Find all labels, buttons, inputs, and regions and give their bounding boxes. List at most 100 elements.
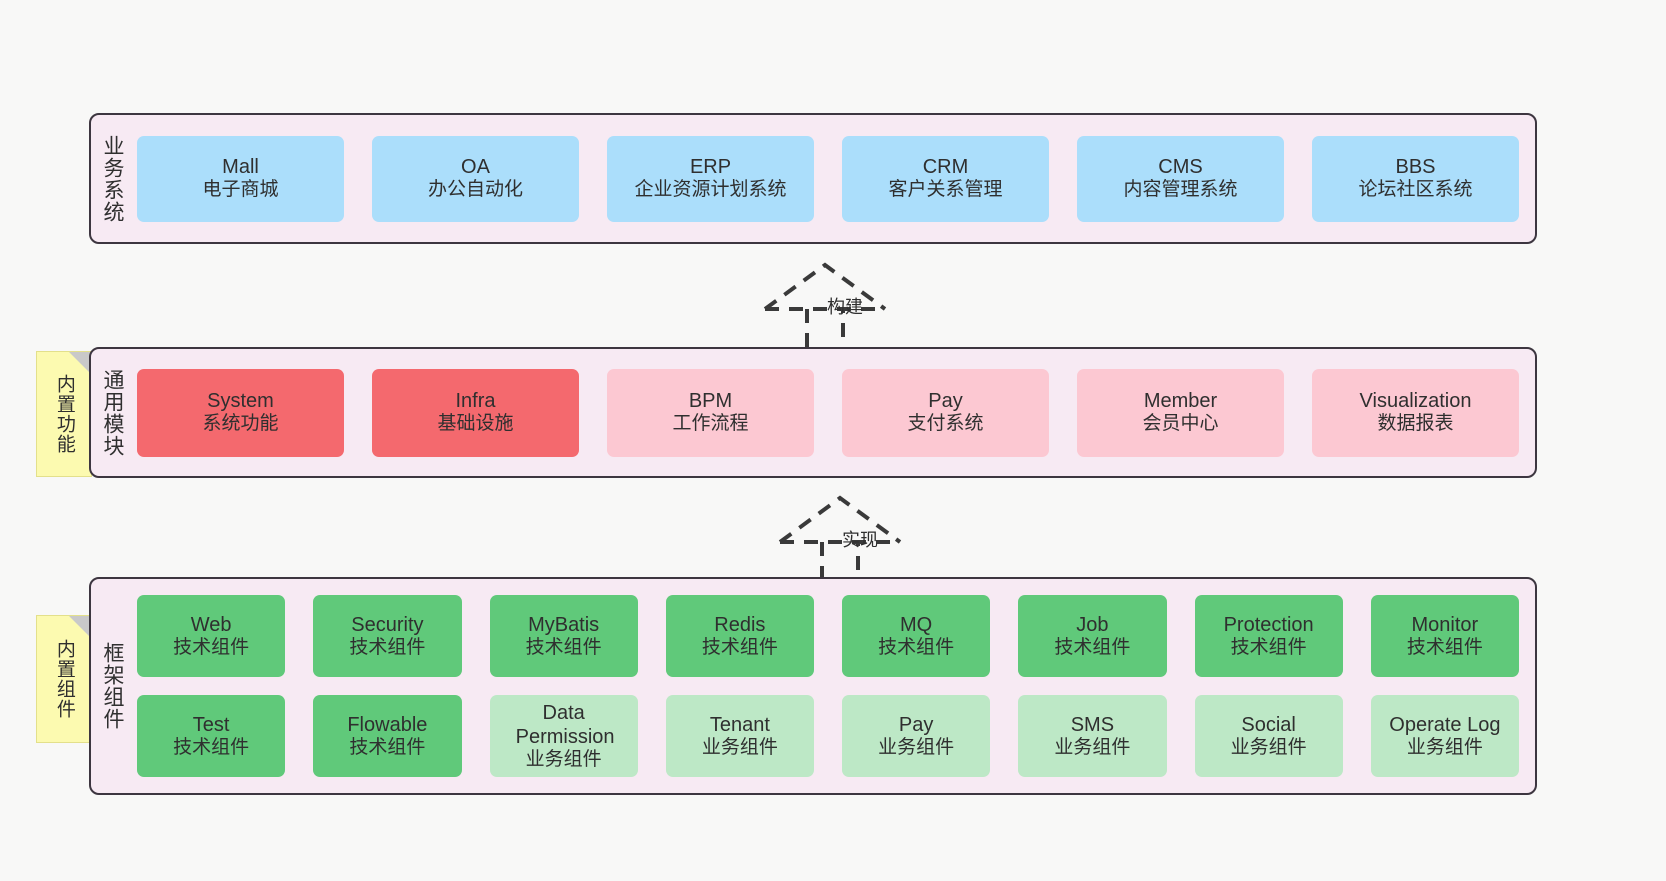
card-row: Web 技术组件 Security 技术组件 MyBatis 技术组件 Redi… <box>137 595 1519 677</box>
card-title: Member <box>1143 390 1218 413</box>
card-subtitle: 企业资源计划系统 <box>634 179 787 201</box>
card-subtitle: 内容管理系统 <box>1123 179 1238 201</box>
card-subtitle: 系统功能 <box>202 413 279 435</box>
card-operate-log[interactable]: Operate Log 业务组件 <box>1370 695 1519 777</box>
card-bpm[interactable]: BPM 工作流程 <box>607 368 814 457</box>
card-title: CRM <box>922 156 969 179</box>
card-subtitle: 基础设施 <box>437 413 514 435</box>
card-pay-module[interactable]: Pay 支付系统 <box>842 368 1049 457</box>
card-title: Test <box>192 713 230 736</box>
card-test[interactable]: Test 技术组件 <box>137 695 286 777</box>
card-infra[interactable]: Infra 基础设施 <box>372 368 579 457</box>
card-title: Redis <box>714 613 766 636</box>
card-title: Infra <box>455 390 496 413</box>
card-mybatis[interactable]: MyBatis 技术组件 <box>489 595 638 677</box>
card-title: MyBatis <box>528 613 600 636</box>
card-tenant[interactable]: Tenant 业务组件 <box>665 695 814 777</box>
connector-label: 实现 <box>842 530 878 550</box>
layer-common-modules: 通用模块 System 系统功能 Infra 基础设施 BPM 工作流程 Pay… <box>89 347 1537 478</box>
layer-title-business-systems: 业务系统 <box>100 134 124 223</box>
layer-title-framework-components: 框架组件 <box>100 642 124 730</box>
card-title: BPM <box>688 390 733 413</box>
card-subtitle: 业务组件 <box>701 736 778 758</box>
card-subtitle: 工作流程 <box>672 413 749 435</box>
connector-build: 构建 <box>763 257 925 357</box>
card-title: Pay <box>928 390 963 413</box>
card-mall[interactable]: Mall 电子商城 <box>137 135 344 222</box>
card-subtitle: 办公自动化 <box>427 179 523 201</box>
layer-body-common-modules: System 系统功能 Infra 基础设施 BPM 工作流程 Pay 支付系统… <box>133 349 1535 476</box>
card-subtitle: 技术组件 <box>701 636 778 658</box>
card-title: Web <box>190 613 232 636</box>
card-system[interactable]: System 系统功能 <box>137 368 344 457</box>
card-row: Test 技术组件 Flowable 技术组件 Data Permission … <box>137 695 1519 777</box>
card-title: SMS <box>1070 713 1115 736</box>
card-title: MQ <box>900 613 933 636</box>
card-title: Visualization <box>1359 390 1472 413</box>
card-title: Security <box>351 613 424 636</box>
layer-business-systems: 业务系统 Mall 电子商城 OA 办公自动化 ERP 企业资源计划系统 CRM… <box>89 113 1537 244</box>
card-subtitle: 技术组件 <box>525 636 602 658</box>
card-title: OA <box>461 156 490 179</box>
card-subtitle: 技术组件 <box>878 636 955 658</box>
card-erp[interactable]: ERP 企业资源计划系统 <box>607 135 814 222</box>
card-subtitle: 电子商城 <box>202 179 279 201</box>
card-monitor[interactable]: Monitor 技术组件 <box>1370 595 1519 677</box>
card-crm[interactable]: CRM 客户关系管理 <box>842 135 1049 222</box>
card-data-permission[interactable]: Data Permission 业务组件 <box>489 695 638 777</box>
card-subtitle: 业务组件 <box>878 736 955 758</box>
card-subtitle: 技术组件 <box>1406 636 1483 658</box>
card-flowable[interactable]: Flowable 技术组件 <box>313 695 462 777</box>
layer-title-common-modules: 通用模块 <box>100 368 124 457</box>
card-title: CMS <box>1158 156 1203 179</box>
card-subtitle: 客户关系管理 <box>888 179 1003 201</box>
card-title: Protection <box>1223 613 1314 636</box>
card-title: Tenant <box>709 713 770 736</box>
card-title: Monitor <box>1411 613 1479 636</box>
card-sms[interactable]: SMS 业务组件 <box>1018 695 1167 777</box>
note-text: 内置功能 <box>53 374 75 454</box>
card-subtitle: 数据报表 <box>1377 413 1454 435</box>
card-member[interactable]: Member 会员中心 <box>1077 368 1284 457</box>
card-security[interactable]: Security 技术组件 <box>313 595 462 677</box>
card-protection[interactable]: Protection 技术组件 <box>1194 595 1343 677</box>
card-row: System 系统功能 Infra 基础设施 BPM 工作流程 Pay 支付系统… <box>137 368 1519 457</box>
card-subtitle: 业务组件 <box>1230 736 1307 758</box>
card-title: ERP <box>689 156 732 179</box>
card-title: Social <box>1241 713 1296 736</box>
layer-body-business-systems: Mall 电子商城 OA 办公自动化 ERP 企业资源计划系统 CRM 客户关系… <box>133 115 1535 242</box>
card-social[interactable]: Social 业务组件 <box>1194 695 1343 777</box>
card-job[interactable]: Job 技术组件 <box>1018 595 1167 677</box>
card-title: BBS <box>1395 156 1436 179</box>
card-subtitle: 技术组件 <box>173 636 250 658</box>
layer-body-framework-components: Web 技术组件 Security 技术组件 MyBatis 技术组件 Redi… <box>133 579 1535 793</box>
note-text: 内置组件 <box>53 639 75 719</box>
card-subtitle: 技术组件 <box>349 736 426 758</box>
card-oa[interactable]: OA 办公自动化 <box>372 135 579 222</box>
card-subtitle: 技术组件 <box>349 636 426 658</box>
card-title: Operate Log <box>1389 713 1501 736</box>
layer-framework-components: 框架组件 Web 技术组件 Security 技术组件 MyBatis 技术组件… <box>89 577 1537 795</box>
card-row: Mall 电子商城 OA 办公自动化 ERP 企业资源计划系统 CRM 客户关系… <box>137 135 1519 222</box>
note-builtin-features: 内置功能 <box>36 351 92 477</box>
card-subtitle: 论坛社区系统 <box>1358 179 1473 201</box>
card-cms[interactable]: CMS 内容管理系统 <box>1077 135 1284 222</box>
card-title: Pay <box>898 713 934 736</box>
card-web[interactable]: Web 技术组件 <box>137 595 286 677</box>
card-visualization[interactable]: Visualization 数据报表 <box>1312 368 1519 457</box>
card-pay-component[interactable]: Pay 业务组件 <box>842 695 991 777</box>
card-subtitle: 会员中心 <box>1142 413 1219 435</box>
card-redis[interactable]: Redis 技术组件 <box>665 595 814 677</box>
note-fold-corner-icon <box>69 616 91 638</box>
card-mq[interactable]: MQ 技术组件 <box>842 595 991 677</box>
card-subtitle: 业务组件 <box>525 748 602 770</box>
connector-implement: 实现 <box>778 490 940 590</box>
card-title: Job <box>1076 613 1109 636</box>
card-title: System <box>207 390 274 413</box>
card-title: Data Permission <box>515 701 615 748</box>
card-subtitle: 技术组件 <box>173 736 250 758</box>
note-builtin-components: 内置组件 <box>36 615 92 743</box>
card-subtitle: 支付系统 <box>907 413 984 435</box>
note-fold-corner-icon <box>69 352 91 374</box>
card-bbs[interactable]: BBS 论坛社区系统 <box>1312 135 1519 222</box>
